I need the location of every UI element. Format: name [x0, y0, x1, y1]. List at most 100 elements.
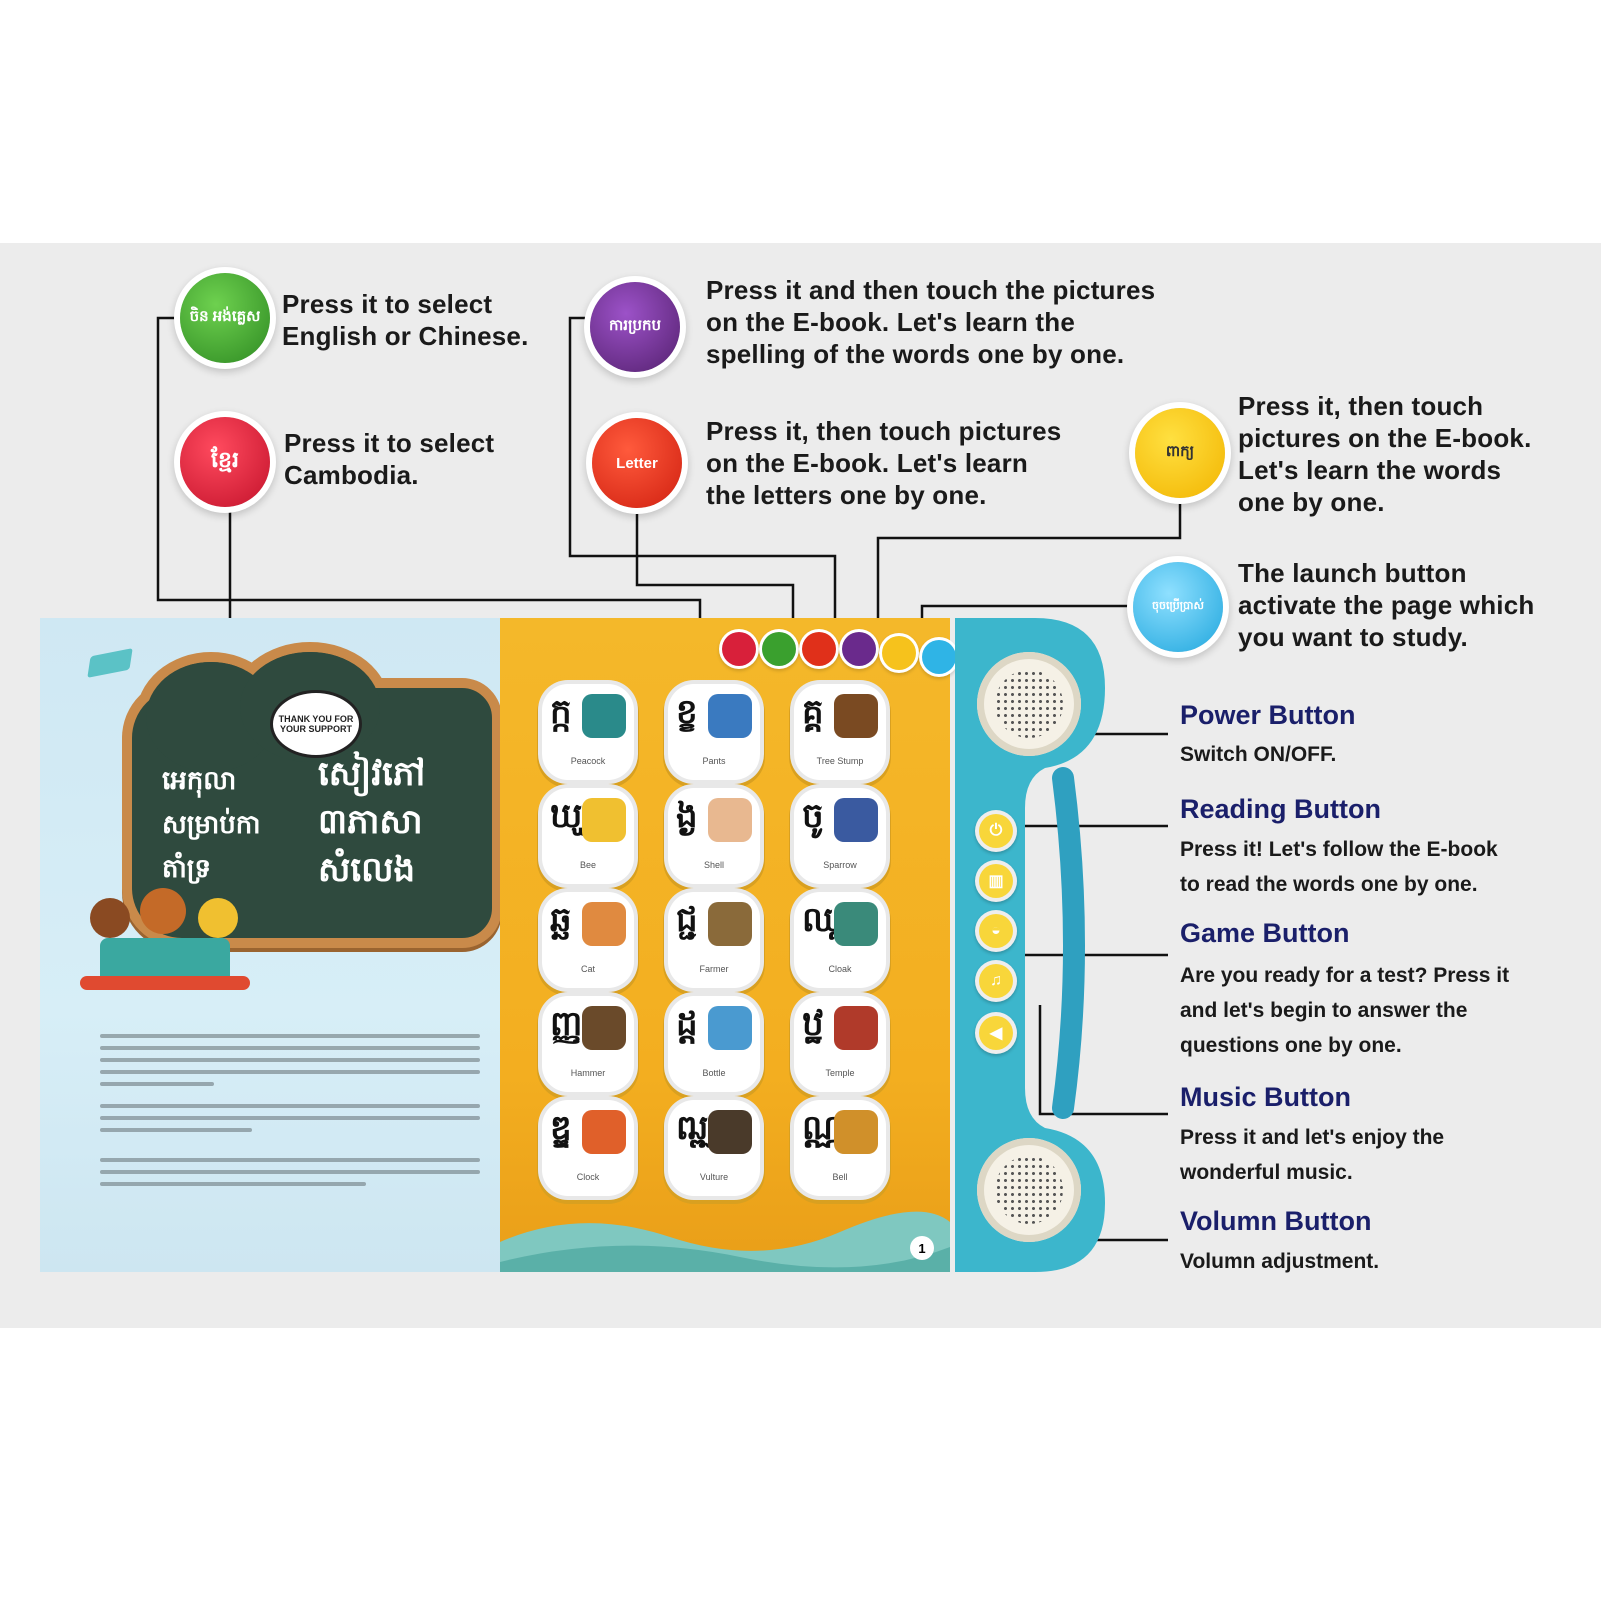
bee-icon: [582, 798, 626, 842]
cambodia-badge: ខ្មែរ: [180, 417, 270, 507]
letter-card[interactable]: ដ្ដ Bottle: [668, 996, 760, 1092]
mini-badge-words[interactable]: [882, 636, 916, 670]
card-letter: ខ្ខ: [676, 693, 698, 731]
card-letter: ឆ្ឆ: [550, 901, 572, 939]
thank-you-bubble: THANK YOU FOR YOUR SUPPORT: [270, 690, 362, 758]
words-badge: ពាក្យ: [1135, 408, 1225, 498]
board-line: តាំទ្រ: [162, 853, 212, 883]
letter-card[interactable]: ជ្ជ Farmer: [668, 892, 760, 988]
page-number: 1: [910, 1236, 934, 1260]
card-letter: ជ្ជ: [676, 901, 698, 939]
card-letter: ញ្ញ: [550, 1005, 583, 1043]
letter-badge: Letter: [592, 418, 682, 508]
letter-card[interactable]: ឋ្ឋ Temple: [794, 996, 886, 1092]
reading-desc: Press it! Let's follow the E-book to rea…: [1180, 832, 1498, 902]
callout-line: the letters one by one.: [706, 480, 987, 510]
board-line: សៀវភៅ: [318, 755, 426, 793]
desc-line: wonderful music.: [1180, 1161, 1353, 1184]
letter-card[interactable]: គ្គ Tree Stump: [794, 684, 886, 780]
card-caption: Vulture: [699, 1172, 729, 1182]
callout-line: Cambodia.: [284, 460, 419, 490]
power-button[interactable]: ⏻: [979, 814, 1013, 848]
mini-badge-launch[interactable]: [922, 640, 956, 674]
letter-card[interactable]: ង្ង Shell: [668, 788, 760, 884]
launch-callout: The launch button activate the page whic…: [1238, 557, 1534, 653]
cambodia-badge-label: ខ្មែរ: [211, 447, 239, 472]
desc-line: Volumn adjustment.: [1180, 1250, 1380, 1273]
volume-button[interactable]: ◀: [979, 1016, 1013, 1050]
letter-callout: Press it, then touch pictures on the E-b…: [706, 415, 1061, 511]
kids-illustration: [80, 888, 250, 998]
cloak-icon: [834, 902, 878, 946]
volume-title: Volumn Button: [1180, 1206, 1372, 1236]
reading-button[interactable]: ▥: [979, 864, 1013, 898]
callout-line: activate the page which: [1238, 590, 1535, 620]
board-text-left: អេកុលា សម្រាប់កា តាំទ្រ: [162, 758, 261, 890]
card-letter: ដ្ដ: [676, 1005, 698, 1043]
desc-line: and let's begin to answer the: [1180, 999, 1468, 1022]
shell-icon: [708, 798, 752, 842]
sound-device: ⏻ ▥ ◒ ♫ ◀: [955, 618, 1105, 1272]
callout-line: Press it, then touch: [1238, 391, 1484, 421]
card-caption: Clock: [576, 1172, 600, 1182]
callout-line: on the E-book. Let's learn the: [706, 307, 1075, 337]
letter-card[interactable]: ឌ្ឌ Clock: [542, 1100, 634, 1196]
clock-icon: [582, 1110, 626, 1154]
card-caption: Sparrow: [823, 860, 857, 870]
card-caption: Bottle: [702, 1068, 726, 1078]
card-caption: Peacock: [570, 756, 606, 766]
right-page: ក្ក Peacock ខ្ខ Pants គ្គ Tree Stump ឃ្ឃ…: [500, 618, 956, 1272]
hammer-icon: [582, 1006, 626, 1050]
letter-card[interactable]: ឈ្ឈ Cloak: [794, 892, 886, 988]
mini-badge-spelling[interactable]: [842, 632, 876, 666]
card-letter: ក្ក: [550, 693, 572, 731]
book-icon: [87, 648, 133, 678]
left-page: THANK YOU FOR YOUR SUPPORT អេកុលា សម្រាប…: [40, 618, 502, 1272]
cat-icon: [582, 902, 626, 946]
device-body: [955, 618, 1105, 1272]
words-badge-label: ពាក្យ: [1165, 443, 1195, 460]
music-note-icon: ♫: [990, 972, 1002, 989]
letter-badge-label: Letter: [616, 454, 658, 472]
vulture-icon: [708, 1110, 752, 1154]
letter-card[interactable]: ក្ក Peacock: [542, 684, 634, 780]
mini-badge-cambodia[interactable]: [722, 632, 756, 666]
letter-card[interactable]: ឆ្ឆ Cat: [542, 892, 634, 988]
card-letter: ង្ង: [676, 797, 698, 835]
letter-card[interactable]: ញ្ញ Hammer: [542, 996, 634, 1092]
mini-badge-english-chinese[interactable]: [762, 632, 796, 666]
letter-card[interactable]: ចូ Sparrow: [794, 788, 886, 884]
spelling-badge: ការប្រកប: [590, 282, 680, 372]
mini-badge-letter[interactable]: [802, 632, 836, 666]
temple-icon: [834, 1006, 878, 1050]
card-caption: Bell: [832, 1172, 848, 1182]
farmer-icon: [708, 902, 752, 946]
desc-line: Are you ready for a test? Press it: [1180, 964, 1510, 987]
callout-line: spelling of the words one by one.: [706, 339, 1125, 369]
card-caption: Cat: [580, 964, 595, 974]
desc-line: Switch ON/OFF.: [1180, 743, 1337, 766]
board-line: ៣ភាសា: [318, 803, 423, 841]
letter-card[interactable]: ឍ្ឍ Vulture: [668, 1100, 760, 1196]
text-paragraph: [100, 1150, 480, 1186]
callout-line: one by one.: [1238, 487, 1385, 517]
card-letter: ឌ្ឌ: [550, 1109, 572, 1147]
bird-icon: [834, 798, 878, 842]
desc-line: questions one by one.: [1180, 1034, 1402, 1057]
cambodia-callout: Press it to select Cambodia.: [284, 427, 494, 491]
game-title: Game Button: [1180, 918, 1350, 948]
music-button[interactable]: ♫: [979, 964, 1013, 998]
letter-card[interactable]: ណ្ណ Bell: [794, 1100, 886, 1196]
launch-badge: ចុចប្រើប្រាស់: [1133, 562, 1223, 652]
letter-card[interactable]: ខ្ខ Pants: [668, 684, 760, 780]
desc-line: Press it and let's enjoy the: [1180, 1126, 1445, 1149]
card-caption: Tree Stump: [816, 756, 864, 766]
pants-icon: [708, 694, 752, 738]
e-book: THANK YOU FOR YOUR SUPPORT អេកុលា សម្រាប…: [40, 618, 1105, 1272]
letter-card[interactable]: ឃ្ឃ Bee: [542, 788, 634, 884]
volume-desc: Volumn adjustment.: [1180, 1244, 1379, 1279]
board-text-right: សៀវភៅ ៣ភាសា សំលេង: [318, 750, 425, 894]
game-button[interactable]: ◒: [979, 914, 1013, 948]
music-title: Music Button: [1180, 1082, 1351, 1112]
hills-illustration: [500, 1211, 950, 1272]
